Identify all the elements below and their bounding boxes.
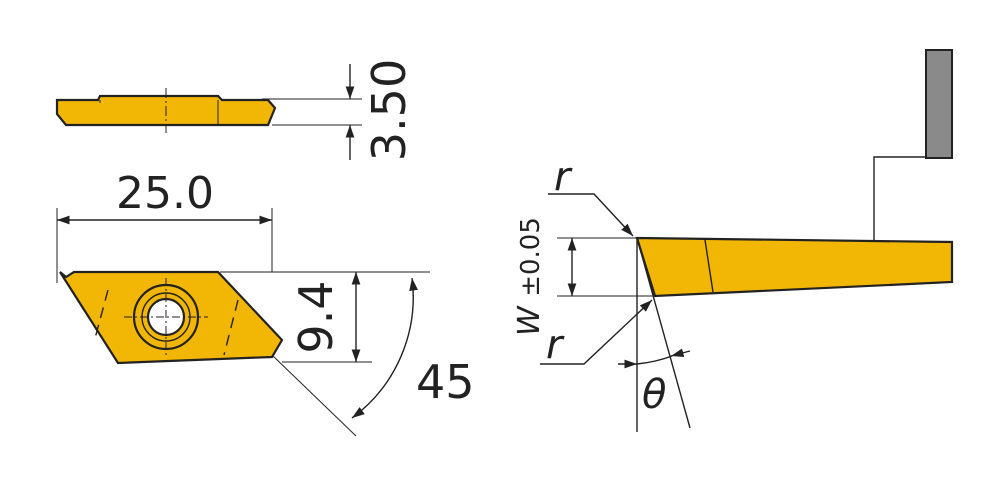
cutoff-view: W ±0.05 r r θ [512,49,954,432]
blade-insert-joint [704,239,714,293]
radius-bottom-label: r [546,322,565,368]
radius-bottom-leader [540,299,653,365]
height-dimension-label: 9.4 [289,280,343,353]
angle-extension-line [271,354,357,437]
angle-dimension-label: 45 [416,355,475,409]
theta-arrow-right [670,348,691,358]
angle-dimension-arc [351,277,418,419]
cutting-edge-right [223,299,239,356]
width-symbol: W [512,305,547,336]
insert-side-groove [99,100,219,125]
radius-top-label: r [554,154,573,200]
theta-reference-inclined [636,237,691,429]
thickness-dimension-label: 3.50 [362,59,416,161]
radius-top-leader [548,193,634,237]
cutting-edge-left [93,289,109,343]
width-tolerance: ±0.05 [516,217,546,297]
holder-blade-outline [873,156,926,243]
holder-shank [925,49,953,159]
width-dimension-label: W ±0.05 [512,217,547,336]
insert-top-view: 25.0 9.4 45 [56,168,475,437]
theta-label: θ [642,372,666,418]
length-dimension-label: 25.0 [116,168,214,219]
blade-insert-body [635,236,954,298]
insert-side-view: 3.50 [55,59,416,161]
theta-arc [636,355,673,365]
